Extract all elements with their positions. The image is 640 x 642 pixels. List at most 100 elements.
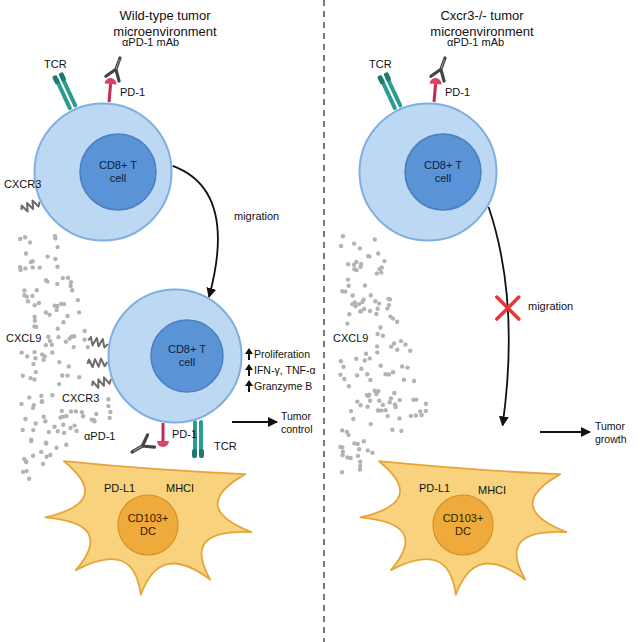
chemokine-dot (38, 265, 42, 269)
chemokine-dot (377, 399, 381, 403)
t-cell: CD8+ T cell (33, 102, 173, 242)
increase-arrows (245, 348, 253, 392)
annotation-label: Granzyme B (254, 380, 312, 393)
chemokine-dot (357, 447, 361, 451)
chemokine-dot (355, 399, 359, 403)
chemokine-dot (360, 300, 364, 304)
chemokine-dot (56, 429, 60, 433)
annotation-label: PD-1 (120, 86, 145, 99)
chemokine-dot (385, 414, 389, 418)
chemokine-dot (424, 402, 428, 406)
chemokine-dot (28, 240, 32, 244)
chemokine-dot (392, 391, 396, 395)
chemokine-dot (386, 297, 390, 301)
cell-label: CD8+ T cell (162, 343, 212, 368)
chemokine-dot (375, 271, 379, 275)
chemokine-dot (385, 306, 389, 310)
annotation-label: PD-1 (445, 86, 470, 99)
chemokine-dot (61, 423, 65, 427)
chemokine-dot (55, 245, 59, 249)
chemokine-dot (44, 310, 48, 314)
cell-nucleus (405, 134, 481, 210)
chemokine-dot (400, 364, 404, 368)
chemokine-dot (346, 284, 350, 288)
chemokine-dot (353, 304, 357, 308)
chemokine-dot (340, 445, 344, 449)
annotation-label: TCR (44, 58, 67, 71)
annotation-label: PD-1 (172, 428, 197, 441)
cell-label: CD103+ DC (124, 512, 172, 537)
chemokine-dot (25, 469, 29, 473)
chemokine-dot (24, 460, 28, 464)
chemokine-dot (380, 265, 384, 269)
chemokine-dot (390, 428, 394, 432)
chemokine-dot (25, 294, 29, 298)
chemokine-dot (387, 372, 391, 376)
chemokine-dot (402, 378, 406, 382)
panel-title: Cxcr3-/- tumor microenvironment (402, 8, 562, 39)
chemokine-dot (37, 301, 41, 305)
annotation-label: PD-L1 (104, 482, 135, 495)
chemokine-dot (365, 372, 369, 376)
cell-shape (33, 102, 173, 242)
cell-membrane (109, 290, 242, 423)
chemokine-dot (347, 312, 351, 316)
chemokine-dot (352, 267, 356, 271)
chemokine-dot (358, 403, 362, 407)
chemokine-dot (379, 364, 383, 368)
chemokine-dot (55, 265, 59, 269)
cxcr3-receptor (87, 358, 108, 368)
chemokine-dot (70, 335, 74, 339)
chemokine-dot (33, 303, 37, 307)
chemokine-dot (388, 400, 392, 404)
chemokine-dot (369, 422, 373, 426)
chemokine-dot (31, 265, 35, 269)
chemokine-dot (106, 404, 110, 408)
dendritic-cell: CD103+ DC (355, 420, 575, 600)
chemokine-dot (347, 384, 351, 388)
annotation-label: Tumor control (281, 410, 321, 435)
chemokine-dot (77, 310, 81, 314)
chemokine-dot (60, 373, 64, 377)
chemokine-dot (40, 399, 44, 403)
annotation-label: Proliferation (254, 348, 310, 361)
chemokine-dot (24, 251, 28, 255)
chemokine-dot (373, 389, 377, 393)
chemokine-dots (18, 234, 428, 481)
chemokine-dot (18, 268, 22, 272)
annotation-label: CXCL9 (6, 332, 41, 345)
edge-label: migration (526, 300, 575, 313)
chemokine-dot (368, 356, 372, 360)
chemokine-dot (32, 377, 36, 381)
cell-shape (355, 420, 575, 600)
chemokine-dot (375, 332, 379, 336)
chemokine-dot (367, 392, 371, 396)
chemokine-dot (399, 339, 403, 343)
cxcr3-receptor (20, 198, 42, 214)
chemokine-dot (378, 325, 382, 329)
chemokine-dot (368, 309, 372, 313)
chemokine-dot (373, 237, 377, 241)
chemokine-dot (68, 426, 72, 430)
chemokine-dot (345, 455, 349, 459)
cell-label: CD103+ DC (439, 512, 487, 537)
annotation-label: TCR (369, 58, 392, 71)
chemokine-dot (74, 429, 78, 433)
t-cell: CD8+ T cell (107, 288, 243, 424)
chemokine-dot (62, 431, 66, 435)
chemokine-dot (31, 406, 35, 410)
chemokine-dot (32, 350, 36, 354)
chemokine-dot (362, 439, 366, 443)
chemokine-dot (26, 299, 30, 303)
chemokine-dot (108, 410, 112, 414)
chemokine-dot (374, 312, 378, 316)
chemokine-dot (365, 405, 369, 409)
annotation-label: PD-L1 (419, 482, 450, 495)
chemokine-dot (50, 350, 54, 354)
chemokine-dot (405, 365, 409, 369)
chemokine-dot (368, 399, 372, 403)
tcr-receptor (377, 72, 404, 112)
chemokine-dot (54, 446, 58, 450)
chemokine-dot (83, 329, 87, 333)
